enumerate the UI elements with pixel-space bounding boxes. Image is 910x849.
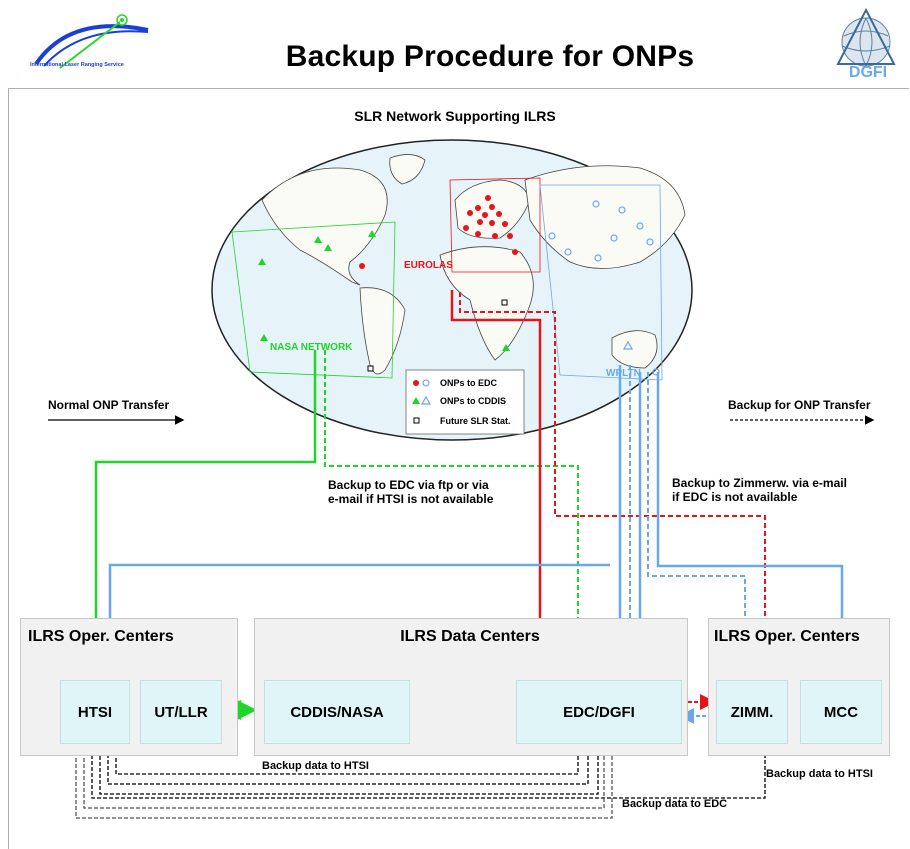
note-backup-htsi-right: Backup data to HTSI [766, 768, 873, 780]
mcc-box: MCC [800, 680, 882, 744]
right-panel-title: ILRS Oper. Centers [714, 628, 860, 645]
ilrs-logo-text: International Laser Ranging Service [30, 62, 124, 68]
legend-onps-edc: ONPs to EDC [440, 378, 498, 388]
left-panel-title: ILRS Oper. Centers [28, 628, 174, 645]
note-backup-zimm-1: Backup to Zimmerw. via e-mail [672, 476, 847, 490]
ilrs-logo: International Laser Ranging Service [30, 12, 170, 82]
legend-onps-cddis: ONPs to CDDIS [440, 396, 507, 406]
dgfi-logo-text: DGFI [848, 64, 888, 81]
note-backup-edc-1: Backup to EDC via ftp or via [328, 478, 489, 492]
ut-llr-box: UT/LLR [140, 680, 222, 744]
note-backup-edc-2: e-mail if HTSI is not available [328, 492, 494, 506]
map-title: SLR Network Supporting ILRS [354, 108, 556, 124]
htsi-box: HTSI [60, 680, 130, 744]
wpltn-label: WPLTN [606, 368, 641, 379]
zimm-box: ZIMM. [716, 680, 788, 744]
dgfi-logo: DGFI [830, 6, 900, 86]
content-frame [8, 88, 909, 849]
page-title: Backup Procedure for ONPs [285, 40, 695, 73]
backup-transfer-label: Backup for ONP Transfer [728, 398, 871, 412]
middle-panel-title: ILRS Data Centers [400, 628, 540, 645]
note-backup-htsi-mid: Backup data to HTSI [262, 760, 369, 772]
legend-future-stations: Future SLR Stat. [440, 416, 511, 426]
map-legend-box [405, 369, 525, 435]
normal-transfer-label: Normal ONP Transfer [48, 398, 170, 412]
edc-dgfi-box: EDC/DGFI [516, 680, 682, 744]
nasa-network-label: NASA NETWORK [270, 342, 353, 353]
cddis-nasa-box: CDDIS/NASA [264, 680, 410, 744]
note-backup-zimm-2: if EDC is not available [672, 490, 798, 504]
eurolas-label: EUROLAS [404, 260, 453, 271]
note-backup-edc-bottom: Backup data to EDC [622, 798, 728, 810]
